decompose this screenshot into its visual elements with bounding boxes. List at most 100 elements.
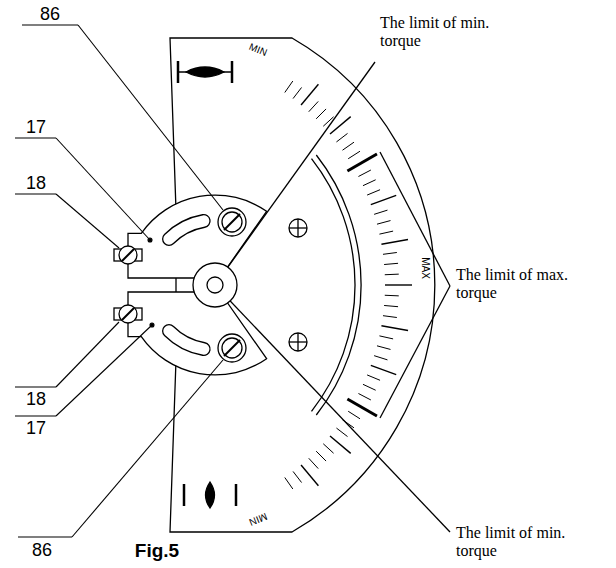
leader-line — [78, 25, 223, 210]
scale-tick — [316, 451, 326, 461]
pin-hole — [289, 219, 307, 237]
screw-head — [218, 334, 246, 362]
screw-head — [218, 208, 246, 236]
min-limit-line — [215, 285, 450, 532]
leader-line — [56, 138, 150, 240]
scale-tick — [367, 375, 380, 380]
scale-ticks — [285, 81, 412, 489]
scale-tick — [336, 428, 347, 437]
callout-number: 18 — [26, 174, 46, 192]
scale-tick — [381, 326, 408, 331]
scale-tick — [374, 210, 387, 214]
scale-tick — [367, 190, 380, 195]
scale-tick — [379, 336, 393, 339]
scale-tick — [377, 346, 391, 350]
scale-tick — [323, 444, 333, 453]
callout-number: 17 — [26, 118, 46, 136]
scale-tick — [381, 240, 408, 245]
callout-number: 86 — [40, 5, 60, 23]
scale-tick — [285, 478, 293, 489]
scale-tick — [330, 436, 351, 453]
screw-slot — [224, 214, 240, 230]
callout-underline — [15, 137, 56, 138]
scale-tick — [293, 471, 302, 482]
scale-tick — [374, 356, 387, 360]
scale-plate — [170, 38, 435, 532]
leader-dot — [148, 238, 152, 242]
max-limit-mark — [347, 154, 377, 171]
callout-underline — [15, 386, 56, 387]
screw-slot — [122, 249, 134, 261]
callout-number: 86 — [32, 541, 52, 559]
scale-tick — [358, 170, 370, 176]
pin-cross — [297, 333, 298, 351]
scale-marking: MAX — [420, 257, 430, 279]
callout-number: 18 — [26, 390, 46, 408]
scale-tick — [371, 195, 396, 204]
callout-underline — [15, 193, 56, 194]
max-limit-leader — [380, 286, 450, 418]
scale-tick — [309, 458, 318, 468]
scale-tick — [363, 384, 376, 390]
scale-tick — [336, 133, 347, 142]
scale-tick — [343, 142, 354, 150]
screw-slot — [224, 340, 240, 356]
leader-line — [56, 194, 119, 248]
scale-tick — [384, 263, 398, 264]
scale-tick — [385, 274, 399, 276]
screw-head — [222, 212, 242, 232]
min-limit-line — [215, 62, 375, 285]
slot-inner — [169, 331, 204, 349]
limit-note: The limit of min. torque — [380, 14, 492, 51]
leader-line — [56, 325, 152, 416]
scale-tick — [285, 81, 293, 92]
max-limit-mark — [347, 399, 377, 416]
callout-leaders — [15, 25, 223, 537]
hub — [193, 263, 237, 307]
slot-outline — [169, 331, 204, 349]
limit-note: The limit of max. torque — [456, 266, 568, 303]
pin-cross — [297, 219, 298, 237]
scale-tick — [301, 465, 318, 486]
symbol-bar — [235, 484, 238, 506]
leader-line — [56, 322, 119, 387]
callout-underline — [15, 415, 56, 416]
scale-inner-arc — [312, 159, 356, 412]
scale-tick — [384, 305, 398, 306]
limit-note: The limit of min. torque — [456, 524, 568, 561]
screw-18 — [114, 246, 142, 323]
dial-drawing — [15, 25, 450, 537]
slot-inner — [169, 221, 204, 239]
scale-tick — [383, 252, 397, 254]
callout-underline — [18, 536, 72, 537]
screw-head — [119, 246, 137, 264]
symbol-bar — [183, 484, 186, 506]
screw-head — [119, 305, 137, 323]
screw-head — [222, 338, 242, 358]
callout-underline — [22, 24, 78, 25]
leader-line — [72, 360, 223, 537]
max-limit-leader — [380, 152, 450, 286]
pin-hole — [289, 219, 307, 351]
scale-tick — [293, 87, 302, 98]
scale-tick — [363, 180, 376, 186]
pin-hole — [289, 333, 307, 351]
scale-tick — [301, 84, 318, 105]
lens-symbol — [206, 482, 215, 508]
scale-tick — [309, 101, 318, 111]
figure-caption: Fig.5 — [135, 541, 179, 560]
leader-dot — [150, 323, 154, 327]
scale-tick — [385, 284, 412, 285]
scale-tick — [385, 295, 399, 297]
scale-tick — [379, 231, 393, 234]
scale-tick — [377, 221, 391, 225]
scale-tick — [316, 109, 326, 119]
screw-slot — [122, 308, 134, 320]
scale-tick — [348, 151, 360, 159]
scale-tick — [371, 365, 396, 374]
slot-outline — [169, 221, 204, 239]
scale-tick — [383, 316, 397, 318]
callout-number: 17 — [26, 419, 46, 437]
